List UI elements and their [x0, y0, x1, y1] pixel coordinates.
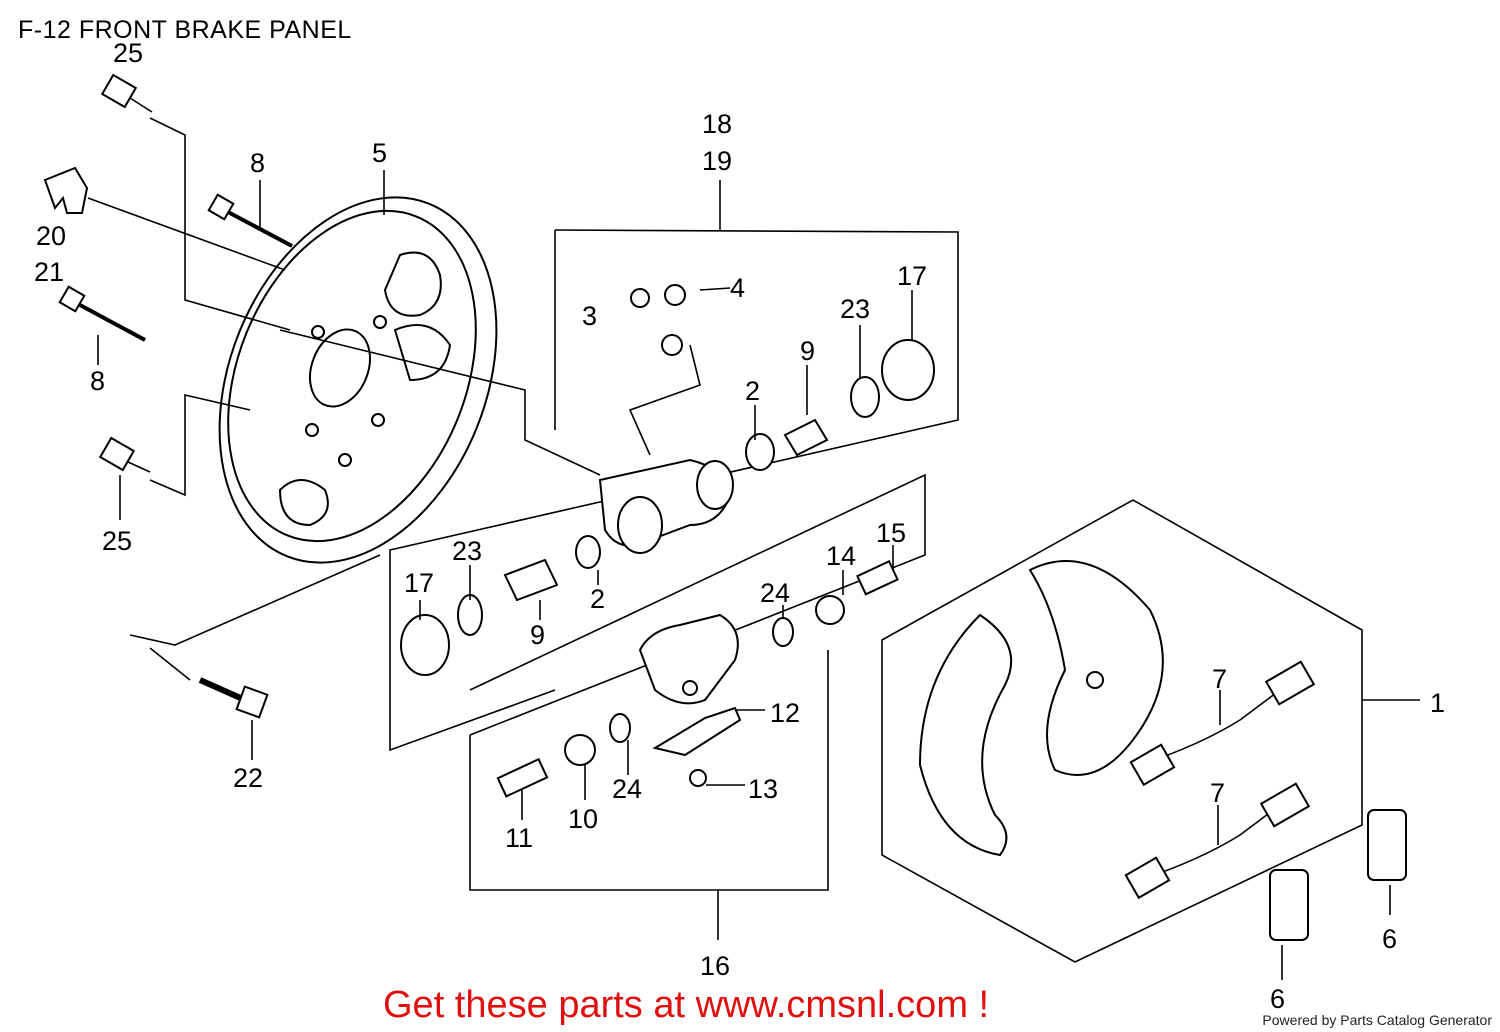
bolt-25-bottom — [98, 393, 251, 497]
group-outline-1 — [881, 499, 1420, 963]
label-9-left: 9 — [530, 620, 545, 650]
label-21: 21 — [34, 257, 64, 287]
label-6-right: 6 — [1382, 924, 1397, 954]
label-11: 11 — [505, 823, 533, 853]
brake-backing-plate — [218, 196, 498, 564]
label-23-left: 23 — [452, 536, 482, 566]
clip-20-21 — [43, 166, 286, 271]
label-8-bottom: 8 — [90, 366, 105, 396]
label-2-right: 2 — [745, 376, 760, 406]
label-2-left: 2 — [590, 584, 605, 614]
label-19: 19 — [702, 146, 732, 176]
group-outline-16 — [469, 473, 926, 940]
label-16: 16 — [700, 951, 730, 981]
label-25-top: 25 — [113, 38, 143, 68]
label-22: 22 — [233, 763, 263, 793]
label-20: 20 — [36, 221, 66, 251]
label-7-top: 7 — [1212, 664, 1227, 694]
label-5: 5 — [372, 138, 387, 168]
label-24-bottom: 24 — [612, 774, 642, 804]
label-3: 3 — [582, 301, 597, 331]
bolt-25-top — [100, 73, 291, 331]
label-15: 15 — [876, 518, 906, 548]
label-14: 14 — [826, 541, 856, 571]
label-12: 12 — [770, 698, 800, 728]
part-labels: 25 8 5 20 21 8 25 18 19 4 3 17 23 9 2 17… — [34, 38, 1445, 1014]
clips-6 — [1269, 809, 1407, 980]
cta-link[interactable]: Get these parts at www.cmsnl.com ! — [383, 984, 990, 1026]
label-13: 13 — [748, 774, 778, 804]
label-4: 4 — [730, 273, 745, 303]
label-17-right: 17 — [897, 261, 927, 291]
label-8-top: 8 — [250, 148, 265, 178]
springs-7 — [1124, 660, 1316, 900]
label-17-left: 17 — [404, 568, 434, 598]
diagram-title: F-12 FRONT BRAKE PANEL — [18, 16, 352, 44]
powered-by-text: Powered by Parts Catalog Generator — [1262, 1012, 1492, 1028]
label-7-bottom: 7 — [1210, 778, 1225, 808]
brake-shoes — [918, 560, 1164, 857]
label-25-bottom: 25 — [102, 526, 132, 556]
bolt-22 — [129, 554, 381, 760]
label-6-bottom: 6 — [1270, 984, 1285, 1014]
label-23-right: 23 — [840, 294, 870, 324]
label-18: 18 — [702, 109, 732, 139]
label-9-right: 9 — [800, 336, 815, 366]
bolt-8-bottom — [58, 285, 146, 342]
wheel-cylinder — [279, 284, 935, 676]
adjuster-parts — [496, 560, 899, 798]
label-24-top: 24 — [760, 578, 790, 608]
bolt-8-top — [207, 193, 293, 248]
leader-lines — [97, 170, 913, 820]
label-1: 1 — [1430, 688, 1445, 718]
label-10: 10 — [568, 804, 598, 834]
